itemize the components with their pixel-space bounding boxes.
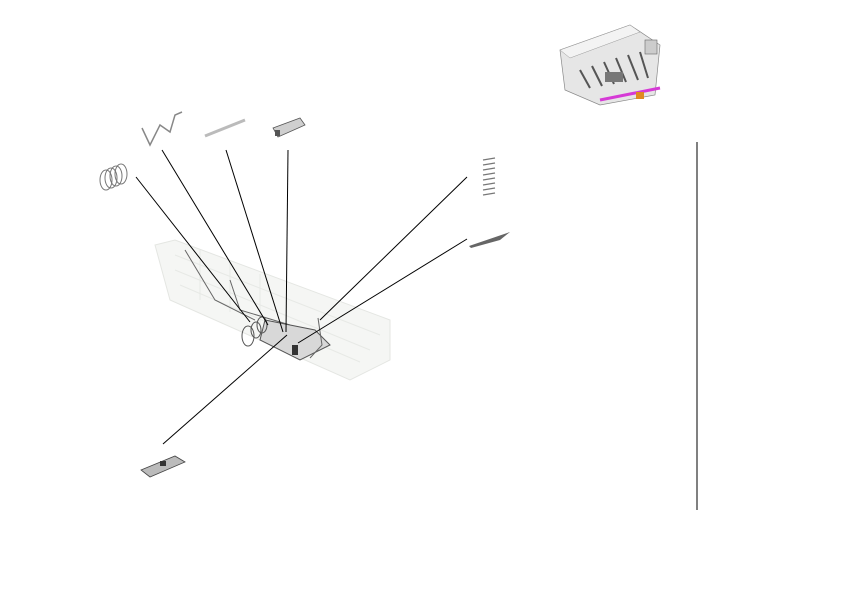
leader-lines xyxy=(135,149,468,445)
latch xyxy=(272,117,306,138)
flat-spring xyxy=(469,232,510,248)
coil-spring-left xyxy=(99,163,128,191)
compression-spring xyxy=(482,157,496,196)
pin xyxy=(204,118,246,138)
locator-thumbnail xyxy=(559,24,661,106)
housing-ghost xyxy=(154,239,391,381)
wire-clip xyxy=(141,111,183,147)
bracket-bottom xyxy=(140,455,186,478)
